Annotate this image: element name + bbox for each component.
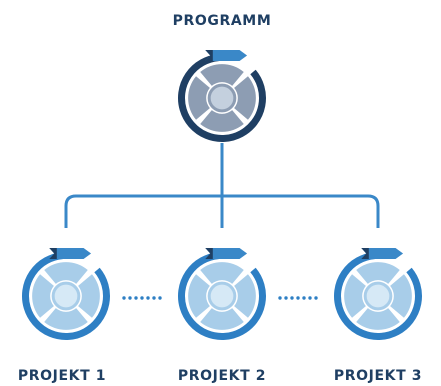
dot [128,296,132,300]
ring-segment [356,262,400,284]
connector-lines [64,143,380,228]
project-3-node [334,248,422,340]
project-3-label: PROJEKT 3 [333,368,423,384]
outer-ring [22,252,110,340]
flag-tail [49,248,57,259]
outer-ring [334,252,422,340]
program-node [178,50,266,142]
program-label: PROGRAMM [172,13,272,29]
dot [146,296,150,300]
project-2-node [178,248,266,340]
dot [314,296,318,300]
ring-segment [390,274,412,318]
ring-segment [344,274,366,318]
flag-arrow [205,50,248,61]
dot [284,296,288,300]
dot [302,296,306,300]
flag-arrow [205,248,248,259]
flag-tail [361,248,369,259]
dot [158,296,162,300]
ring-segment [44,308,88,330]
center-circle [363,281,393,311]
flag-arrow [49,248,92,259]
dot [296,296,300,300]
dot [278,296,282,300]
center-circle [207,83,237,113]
dot [134,296,138,300]
project-2-label: PROJEKT 2 [177,368,267,384]
ring-segment [234,76,256,120]
dot [122,296,126,300]
ring-segment [44,262,88,284]
ring-segment [234,274,256,318]
ring-segment [200,262,244,284]
outer-ring [178,252,266,340]
dot [152,296,156,300]
ring-segment [200,110,244,132]
outer-ring [178,54,266,142]
ring-segment [188,76,210,120]
ellipsis-connector-1 [122,296,162,300]
project-1-label: PROJEKT 1 [17,368,107,384]
ring-segment [356,308,400,330]
flag-tail [205,248,213,259]
ellipsis-connector-2 [278,296,318,300]
center-circle [51,281,81,311]
ring-segment [200,64,244,86]
dot [290,296,294,300]
flag-arrow [361,248,404,259]
ring-segment [78,274,100,318]
dot [140,296,144,300]
ring-segment [200,308,244,330]
dot [308,296,312,300]
tree-connector [64,143,380,228]
ring-segment [32,274,54,318]
center-circle [207,281,237,311]
flag-tail [205,50,213,61]
ring-segment [188,274,210,318]
project-1-node [22,248,110,340]
